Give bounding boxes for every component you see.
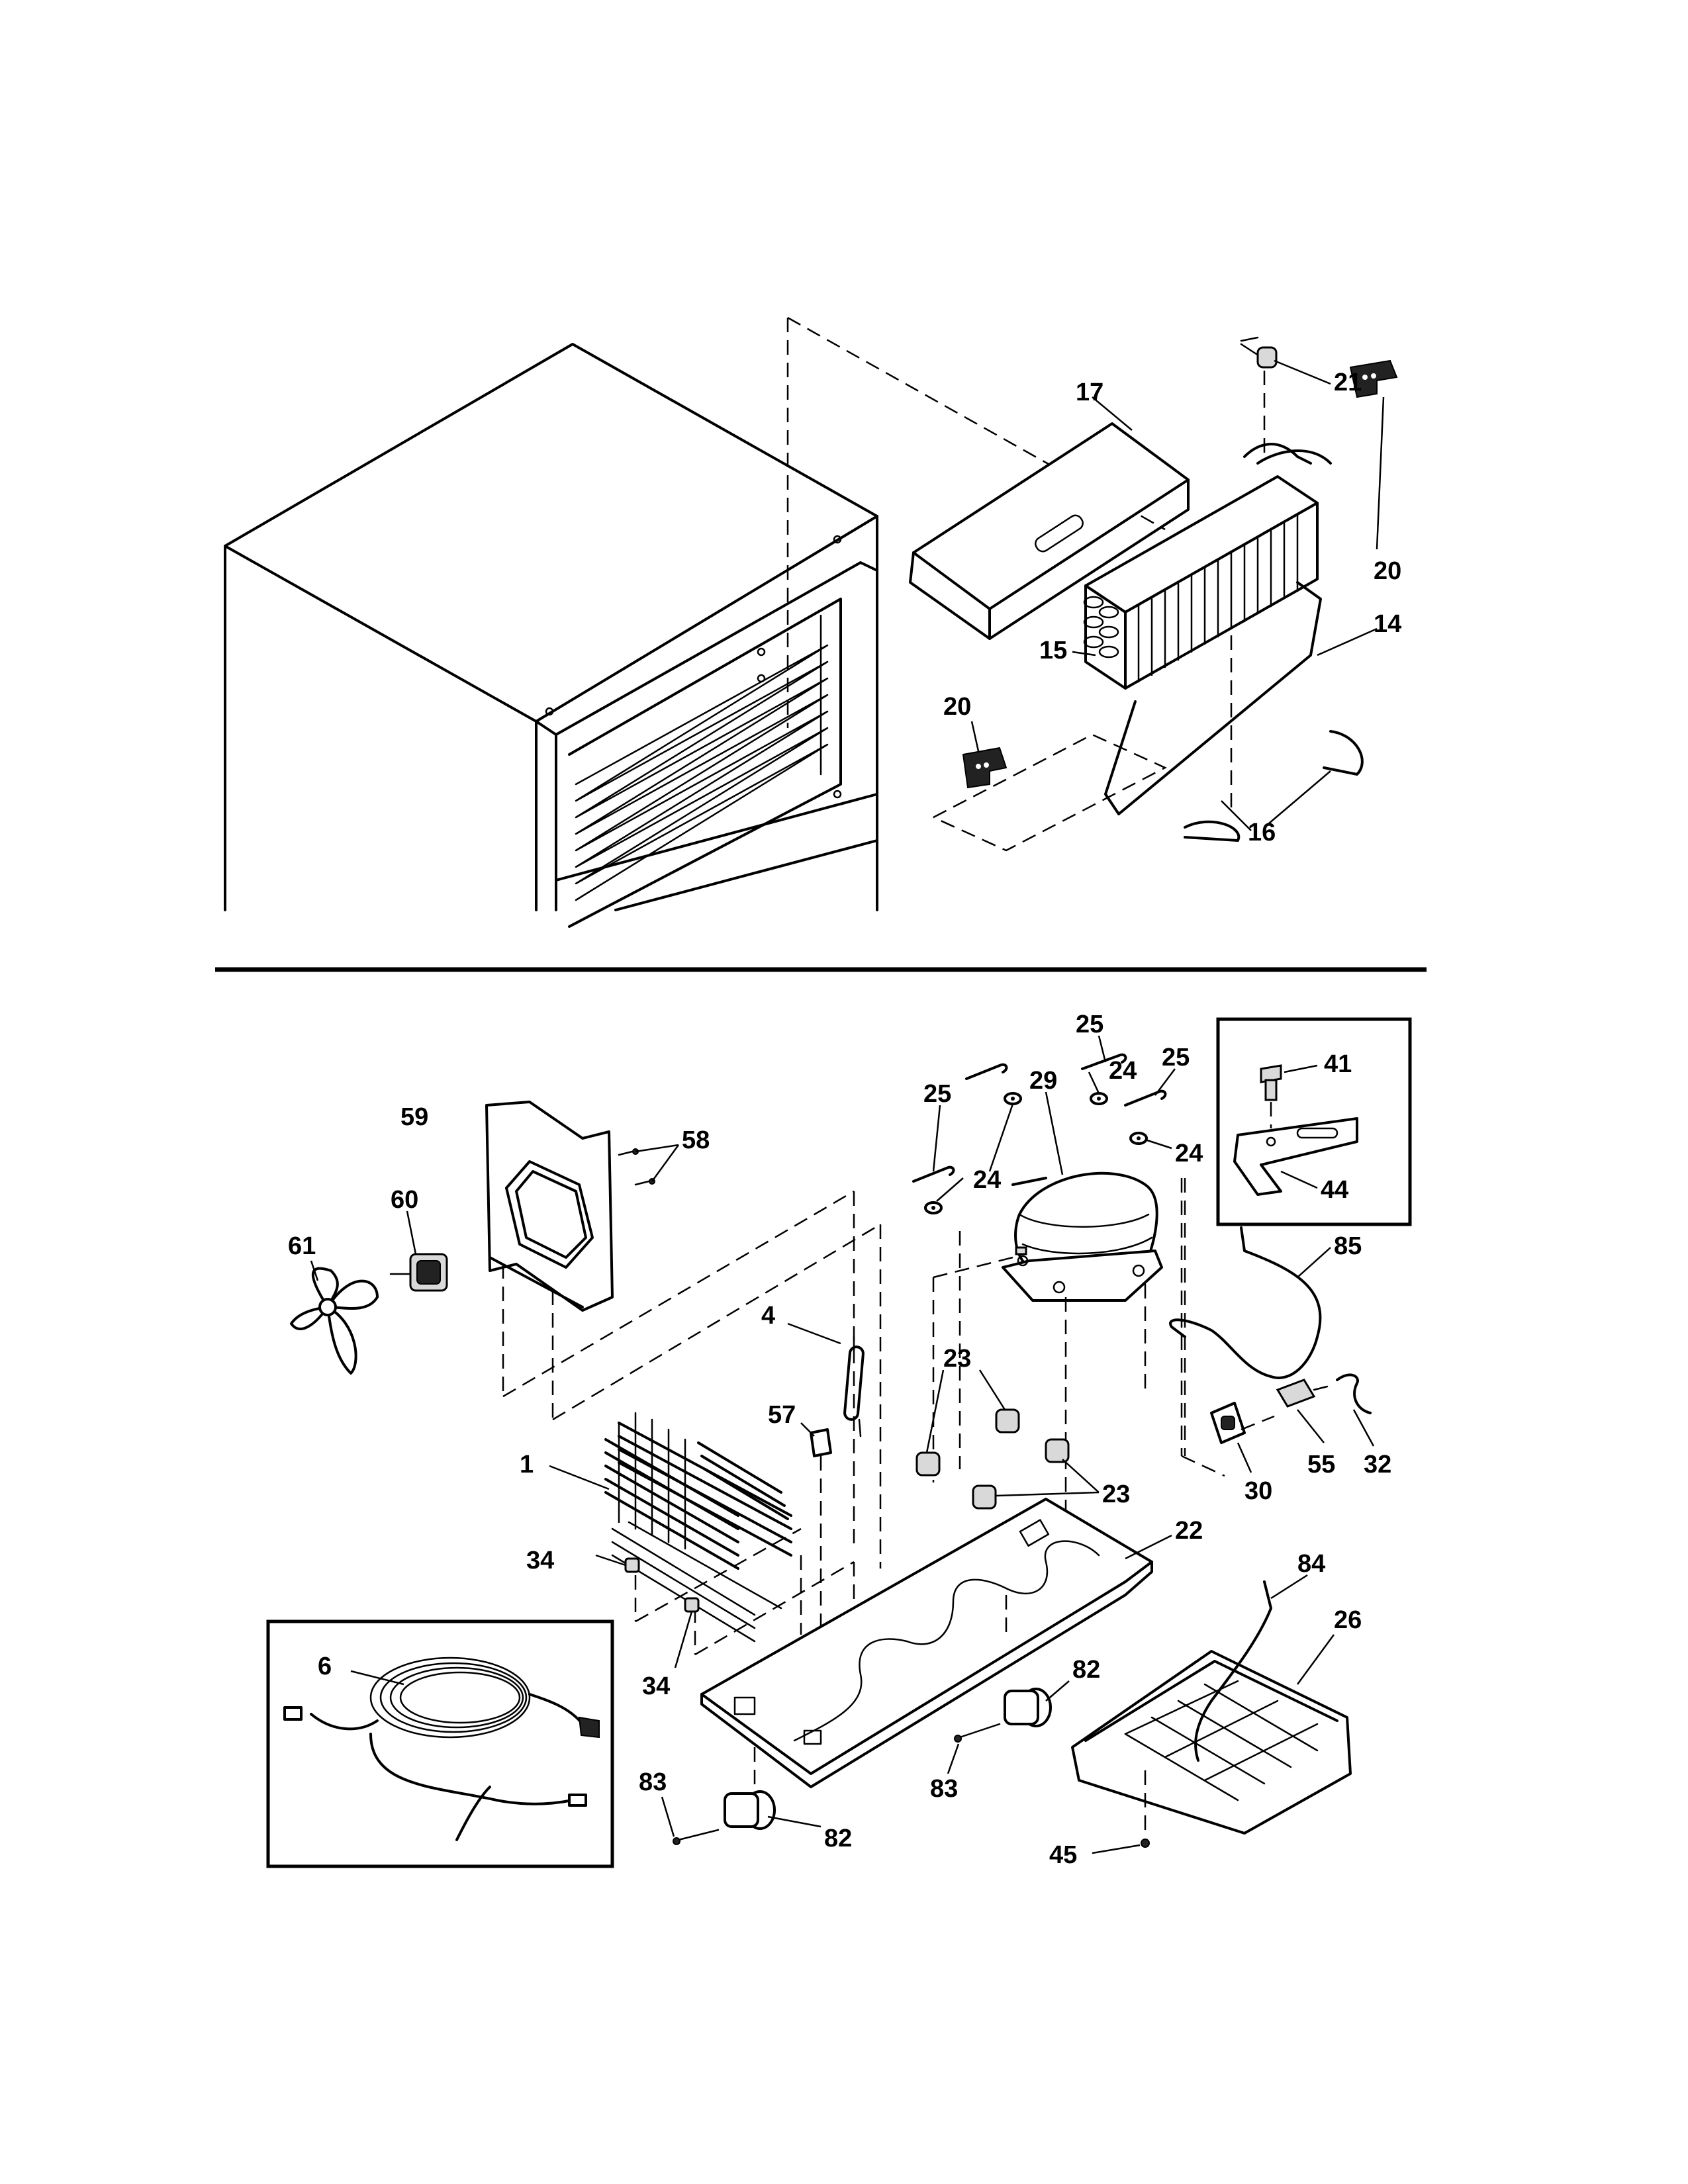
label-24-b: 24 [973,1166,1001,1194]
label-58: 58 [682,1126,710,1154]
label-26: 26 [1334,1606,1362,1634]
label-60: 60 [391,1186,418,1214]
label-4: 4 [761,1302,775,1330]
label-41: 41 [1324,1050,1352,1078]
part-58-screws [618,1144,680,1186]
part-25-clips [912,1035,1176,1183]
label-61: 61 [288,1232,316,1260]
label-24-a: 24 [1109,1057,1137,1085]
label-17: 17 [1076,379,1103,406]
label-83-right: 83 [930,1775,958,1803]
label-23-a: 23 [943,1345,971,1373]
callout-labels: 17 21 20 15 14 20 16 25 25 25 24 24 24 2… [288,369,1401,1869]
label-25-b: 25 [1076,1011,1103,1038]
part-15-evaporator [1083,371,1332,690]
part-24-washers [924,1071,1172,1214]
part-32-harness [1181,1178,1375,1477]
label-44: 44 [1321,1176,1348,1204]
part-82-feet [724,1680,1070,1830]
label-32: 32 [1364,1451,1391,1479]
part-23-grommets [915,1369,1100,1510]
label-25-a: 25 [923,1080,951,1108]
label-30: 30 [1244,1477,1272,1505]
label-55: 55 [1307,1451,1335,1479]
part-57-clip [800,1422,832,1635]
label-1: 1 [520,1451,534,1479]
label-22: 22 [1175,1517,1203,1545]
label-25-c: 25 [1162,1044,1190,1071]
label-82-right: 82 [1072,1656,1100,1684]
label-84: 84 [1297,1550,1325,1578]
part-26-drain-pan [1071,1634,1352,1835]
part-21-cap [1240,336,1278,369]
part-59-fan-shroud [485,1101,881,1421]
label-45: 45 [1049,1841,1077,1869]
label-57: 57 [768,1401,796,1429]
label-82-left: 82 [824,1825,852,1852]
part-20-bracket-upper [1349,359,1398,398]
label-34-b: 34 [642,1672,670,1700]
refrigerator-cabinet [224,316,1166,928]
label-21: 21 [1334,369,1362,396]
part-4-drier [787,1191,882,1569]
part-55-overload [1276,1379,1329,1443]
part-84-drain-tube [1194,1574,1308,1762]
label-23-b: 23 [1102,1480,1130,1508]
part-17-cover [909,422,1190,640]
label-24-c: 24 [1175,1140,1203,1167]
label-20-lower: 20 [943,693,971,721]
part-20-bracket-lower [933,733,1167,852]
part-29-compressor [932,1091,1183,1522]
label-59: 59 [400,1103,428,1131]
label-85: 85 [1334,1232,1362,1260]
part-14-heater-rod [1104,581,1322,815]
label-29: 29 [1029,1067,1057,1095]
part-1-condenser [549,1412,855,1656]
label-14: 14 [1374,610,1401,638]
label-34-a: 34 [526,1547,554,1574]
top-callouts [970,359,1385,831]
part-34-fasteners [595,1554,700,1668]
label-83-left: 83 [639,1768,667,1796]
label-16: 16 [1248,819,1276,846]
part-60-fan-motor [389,1210,448,1292]
part-45-screw [1092,1770,1150,1854]
part-61-fan-blade [290,1260,379,1375]
part-16-clips [1184,730,1364,842]
label-15: 15 [1039,637,1067,664]
part-83-screws [661,1723,1001,1845]
part-22-base-plate [700,1498,1172,1800]
label-20-upper: 20 [1374,557,1401,585]
part-41-44-bracket-inset [1216,1017,1412,1226]
part-6-power-cord-inset [266,1619,614,1868]
label-6: 6 [318,1653,332,1680]
part-30-relay [1210,1402,1252,1473]
part-85-tube [1169,1226,1331,1379]
